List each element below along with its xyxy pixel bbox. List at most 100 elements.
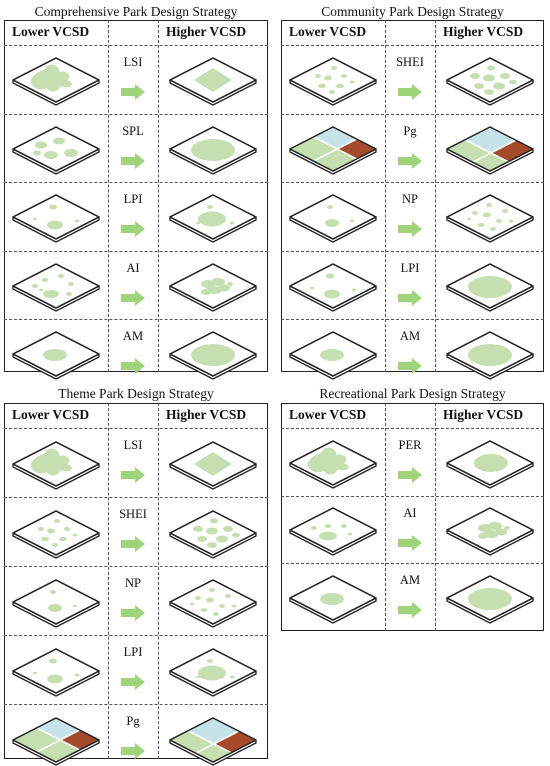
higher-plate	[445, 507, 534, 556]
row-divider	[4, 704, 268, 705]
green-patch	[486, 65, 495, 71]
green-patch	[467, 275, 512, 298]
lower-plate	[289, 575, 377, 624]
divider	[313, 135, 358, 160]
plate-outline	[289, 575, 377, 621]
column-divider	[435, 20, 436, 372]
lower-plate	[289, 331, 377, 380]
panel-title: Comprehensive Park Design Strategy	[34, 4, 238, 19]
plate-outline	[445, 331, 534, 377]
green-patch	[41, 536, 49, 541]
metric-label: LSI	[123, 55, 143, 69]
green-patch	[482, 74, 495, 82]
metric-label: LPI	[400, 260, 420, 275]
green-patch	[207, 658, 213, 663]
green-patch	[503, 526, 510, 531]
green-patch	[495, 219, 502, 224]
higher-plate	[445, 126, 534, 175]
green-patch	[325, 219, 339, 228]
row-divider	[281, 428, 544, 429]
green-patch	[43, 289, 59, 298]
green-patch	[218, 284, 230, 292]
divider	[313, 138, 358, 162]
plate-outline	[169, 509, 257, 556]
green-patch	[33, 671, 37, 674]
green-patch	[446, 139, 491, 162]
right-arrow-icon	[121, 289, 145, 306]
panel-title: Community Park Design Strategy	[321, 4, 504, 19]
row-divider	[4, 566, 268, 567]
green-patch	[324, 75, 332, 81]
green-patch	[48, 603, 62, 612]
plate-outline	[12, 331, 100, 377]
green-patch	[209, 587, 215, 592]
brown-patch	[490, 139, 533, 162]
higher-plate	[445, 263, 534, 312]
metric-label: NP	[125, 576, 141, 590]
green-patch	[315, 74, 321, 79]
green-patch	[494, 528, 507, 536]
higher-plate	[169, 263, 257, 312]
green-patch	[191, 138, 235, 161]
plate-outline	[445, 263, 534, 309]
plate-outline	[289, 126, 377, 172]
brown-patch	[60, 729, 99, 750]
plate-outline	[289, 507, 377, 553]
plate-top	[289, 194, 377, 240]
plate-top	[289, 263, 377, 309]
plate-top	[12, 126, 100, 172]
panel-title: Theme Park Design Strategy	[58, 386, 214, 401]
green-patch	[307, 447, 349, 475]
green-patch	[64, 148, 78, 157]
green-patch	[207, 541, 217, 548]
green-patch	[499, 73, 510, 80]
green-patch	[38, 526, 44, 531]
green-patch	[58, 273, 64, 278]
green-patch	[341, 524, 347, 529]
row-divider	[281, 250, 544, 252]
green-patch	[72, 533, 78, 536]
green-patch	[329, 90, 335, 95]
right-arrow-icon	[121, 674, 145, 690]
plate-outline	[12, 57, 100, 103]
row-divider	[281, 45, 544, 46]
green-patch	[469, 73, 480, 80]
green-patch	[197, 535, 207, 542]
green-patch	[467, 344, 512, 367]
green-patch	[43, 349, 67, 362]
plate-outline	[169, 647, 257, 694]
green-patch	[477, 223, 484, 228]
blue-patch	[36, 717, 80, 740]
metric-label: Pg	[126, 714, 140, 728]
green-patch	[489, 227, 496, 232]
right-arrow-icon	[121, 221, 145, 237]
plate-outline	[169, 440, 257, 487]
green-patch	[201, 288, 211, 295]
green-patch	[193, 525, 203, 532]
green-patch	[49, 204, 57, 210]
green-patch	[492, 82, 505, 90]
row-divider	[281, 182, 544, 183]
row-divider	[4, 428, 268, 429]
green-patch	[64, 526, 70, 531]
green-patch	[508, 80, 517, 85]
green-patch	[52, 542, 58, 547]
green-patch	[487, 522, 502, 531]
panel-4	[281, 403, 544, 631]
green-patch	[41, 277, 49, 282]
green-patch	[68, 281, 74, 286]
green-patch	[219, 603, 225, 608]
header-lower: Lower VCSD	[289, 407, 367, 422]
green-patch	[206, 597, 214, 602]
divider	[195, 729, 240, 754]
divider	[471, 139, 516, 163]
header-higher: Higher VCSD	[443, 407, 524, 422]
lower-plate	[12, 509, 100, 559]
row-divider	[281, 563, 544, 564]
right-arrow-icon	[121, 467, 145, 483]
right-arrow-icon	[121, 605, 145, 621]
green-patch	[331, 66, 337, 71]
green-patch	[170, 730, 214, 753]
plate-outline	[12, 509, 100, 556]
green-patch	[35, 141, 47, 149]
